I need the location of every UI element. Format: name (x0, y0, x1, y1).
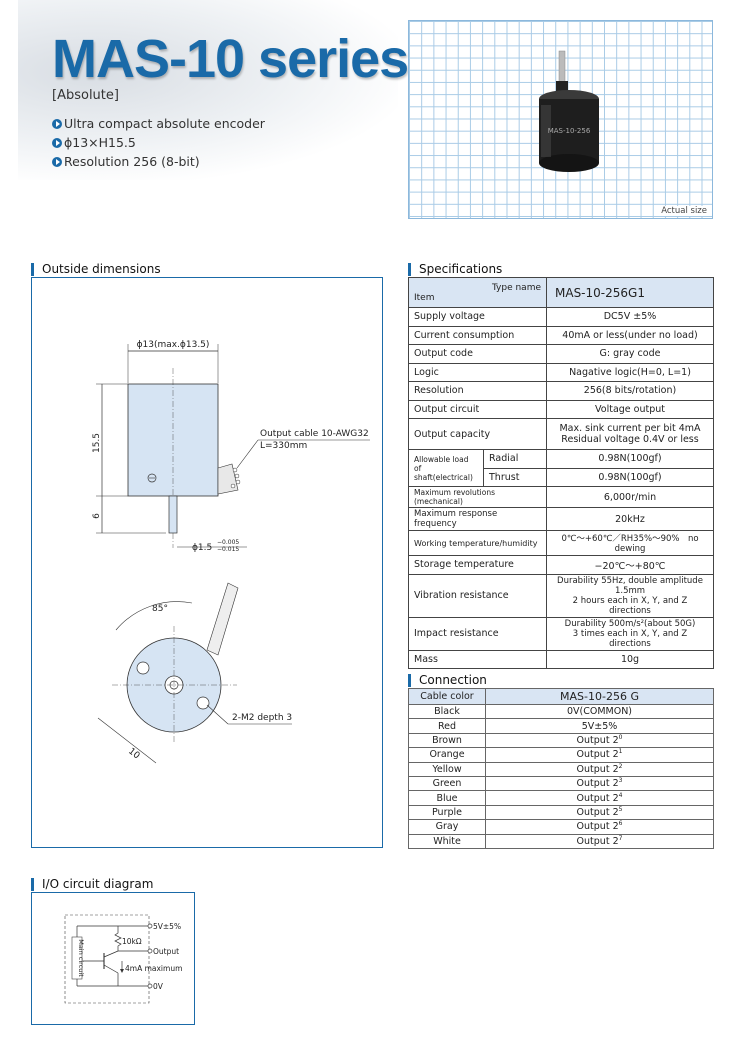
encoder-photo: MAS-10-256 (539, 50, 599, 172)
svg-text:MAS-10-256: MAS-10-256 (548, 127, 591, 135)
svg-text:ϕ1.5: ϕ1.5 (192, 543, 212, 553)
outside-dimensions-heading: Outside dimensions (31, 263, 161, 276)
svg-text:10kΩ: 10kΩ (122, 937, 142, 946)
feature-item: Ultra compact absolute encoder (52, 116, 265, 131)
svg-text:10: 10 (126, 746, 141, 761)
page-title: MAS-10 series (52, 29, 409, 89)
product-photo: MAS-10-256 Actual size (408, 20, 713, 219)
svg-text:−0.005: −0.005 (217, 539, 239, 546)
connection-heading: Connection (408, 674, 487, 687)
svg-text:−0.015: −0.015 (217, 546, 239, 553)
table-row: Allowable load of shaft(electrical) Radi… (408, 449, 714, 487)
svg-text:Output cable 10-AWG32: Output cable 10-AWG32 (260, 429, 369, 439)
svg-text:L=330mm: L=330mm (260, 441, 307, 451)
io-circuit-heading: I/O circuit diagram (31, 878, 153, 891)
svg-text:6: 6 (92, 513, 102, 519)
feature-item: Resolution 256 (8-bit) (52, 154, 200, 169)
dimension-drawing: ϕ13(max.ϕ13.5) Output cable 10-AWG32 L=3… (92, 340, 370, 764)
svg-text:2-M2 depth 3: 2-M2 depth 3 (232, 713, 292, 723)
table-row: Maximum revolutions (mechanical)6,000r/m… (408, 486, 714, 508)
io-circuit-panel: Main circuit 5V±5% 10kΩ Output 4mA maxim… (31, 892, 195, 1025)
feature-item: ϕ13×H15.5 (52, 135, 136, 150)
model-name: MAS-10-256G1 (546, 277, 714, 308)
io-circuit-diagram: Main circuit 5V±5% 10kΩ Output 4mA maxim… (64, 914, 182, 1004)
table-row: Cable color MAS-10-256 G (408, 688, 714, 705)
header-background (18, 0, 398, 180)
page-subtitle: [Absolute] (52, 88, 119, 103)
specifications-heading: Specifications (408, 263, 502, 276)
svg-text:ϕ13(max.ϕ13.5): ϕ13(max.ϕ13.5) (137, 340, 210, 350)
svg-text:Main circuit: Main circuit (77, 939, 85, 977)
svg-text:15.5: 15.5 (92, 433, 102, 453)
svg-text:5V±5%: 5V±5% (153, 922, 181, 931)
bullet-icon (52, 119, 62, 129)
bullet-icon (52, 138, 62, 148)
svg-text:Output: Output (153, 947, 179, 956)
svg-text:4mA maximum: 4mA maximum (125, 964, 182, 973)
table-row: Storage temperature−20℃～+80℃ (408, 555, 714, 575)
bullet-icon (52, 157, 62, 167)
svg-text:0V: 0V (153, 982, 164, 991)
outside-dimensions-panel: ϕ13(max.ϕ13.5) Output cable 10-AWG32 L=3… (31, 277, 383, 848)
photo-caption: Actual size (660, 206, 708, 216)
svg-text:85°: 85° (152, 604, 168, 614)
table-row: Type name Item MAS-10-256G1 (408, 277, 714, 308)
specifications-table: Type name Item MAS-10-256G1 Supply volta… (408, 277, 714, 669)
